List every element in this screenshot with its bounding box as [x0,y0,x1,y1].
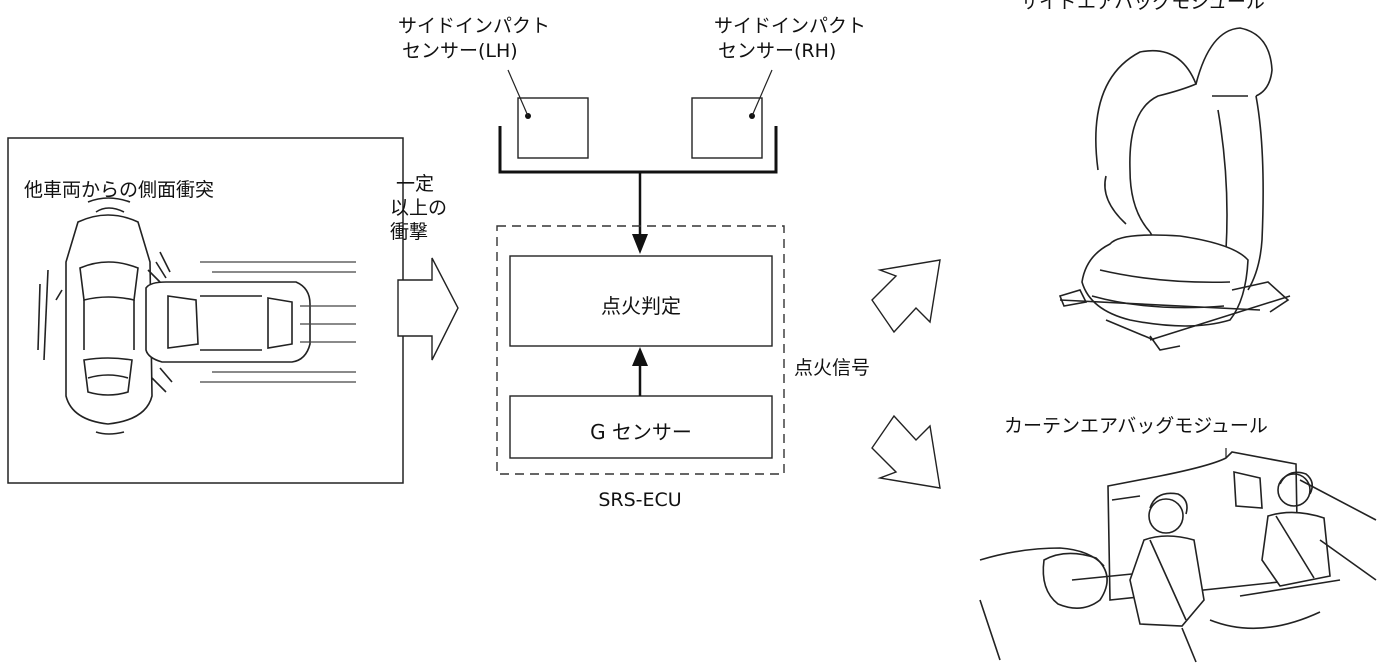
sensor-rh-box [691,97,763,159]
ecu-label: SRS-ECU [598,489,682,511]
sensor-rh-leader [751,69,773,117]
impact-title: 他車両からの側面衝突 [24,179,215,201]
impacting-car-illustration [145,251,311,393]
ignition-judgement-label: 点火判定 [601,294,681,318]
shock-arrow [397,257,459,361]
motion-lines [200,261,356,383]
sensor-lh-leader [507,69,529,117]
sensor-rh-label-line1: サイドインパクト [714,15,867,37]
struck-car-illustration [37,197,161,435]
seat-illustration [1058,27,1291,351]
curtain-airbag-module-label: カーテンエアバッグモジュール [1004,415,1268,437]
ecu-dashed-boundary [496,225,785,475]
ignition-judgement-box [509,255,773,347]
sensor-rh-label-line2: センサー(RH) [718,40,837,62]
sensor-to-ignition-arrowhead [632,234,648,254]
side-airbag-module-label: サイドエアバッグモジュール [1020,0,1265,13]
sensor-bus-line [498,126,778,174]
shock-label-line2: 以上の [390,197,448,219]
g-sensor-label: G センサー [590,420,692,444]
output-arrow-upper [871,259,941,334]
g-sensor-box [509,395,773,459]
curtain-airbag-illustration [979,451,1377,663]
sensor-lh-label-line2: センサー(LH) [402,40,518,62]
gsensor-to-ignition-arrowhead [632,347,648,366]
output-arrow-lower [871,414,941,489]
shock-label-line1: 一定 [396,173,435,195]
sensor-lh-label-line1: サイドインパクト [398,15,551,37]
ignition-signal-label: 点火信号 [794,357,871,379]
shock-label-line3: 衝撃 [390,221,429,243]
sensor-lh-box [517,97,589,159]
